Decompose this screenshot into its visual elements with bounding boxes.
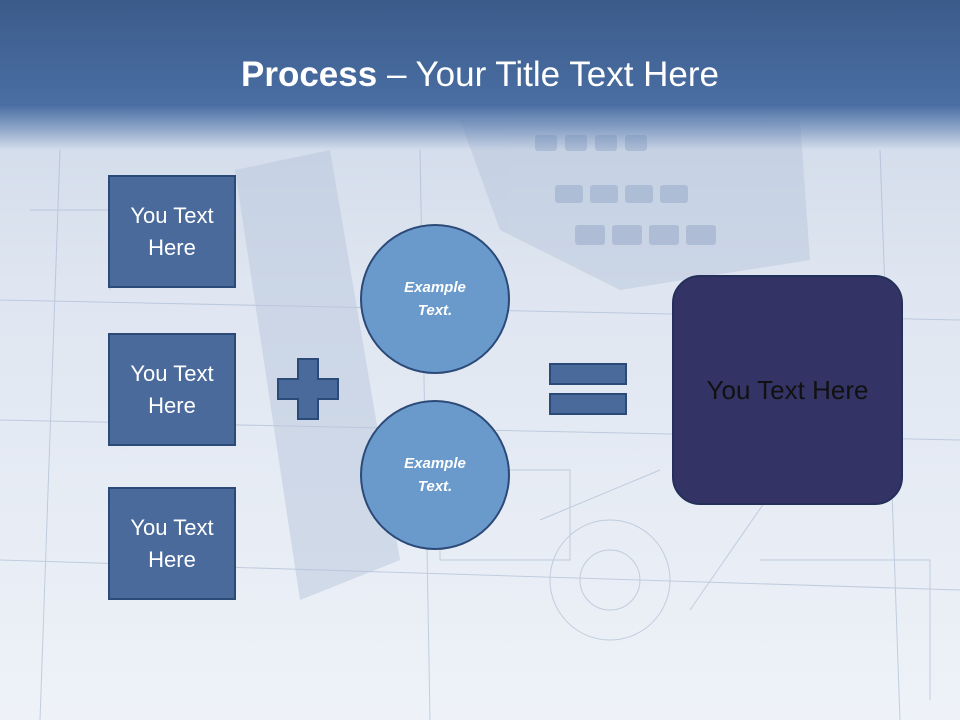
text-box-label: You Text Here <box>130 360 214 418</box>
title-bold: Process <box>241 55 378 94</box>
text-box-label: You Text Here <box>130 514 214 572</box>
text-box-2[interactable]: You Text Here <box>108 333 236 446</box>
example-circle-1[interactable]: Example Text. <box>360 224 510 374</box>
title-rest: – Your Title Text Here <box>377 55 719 94</box>
equals-icon <box>549 363 627 415</box>
result-box[interactable]: You Text Here <box>672 275 903 505</box>
example-circle-2[interactable]: Example Text. <box>360 400 510 550</box>
title-band <box>0 0 960 150</box>
plus-icon <box>277 358 339 420</box>
slide-title: Process – Your Title Text Here <box>0 52 960 98</box>
result-label: You Text Here <box>706 375 869 405</box>
circle-label: Example Text. <box>404 279 466 319</box>
circle-label: Example Text. <box>404 455 466 495</box>
text-box-1[interactable]: You Text Here <box>108 175 236 288</box>
text-box-3[interactable]: You Text Here <box>108 487 236 600</box>
text-box-label: You Text Here <box>130 202 214 260</box>
